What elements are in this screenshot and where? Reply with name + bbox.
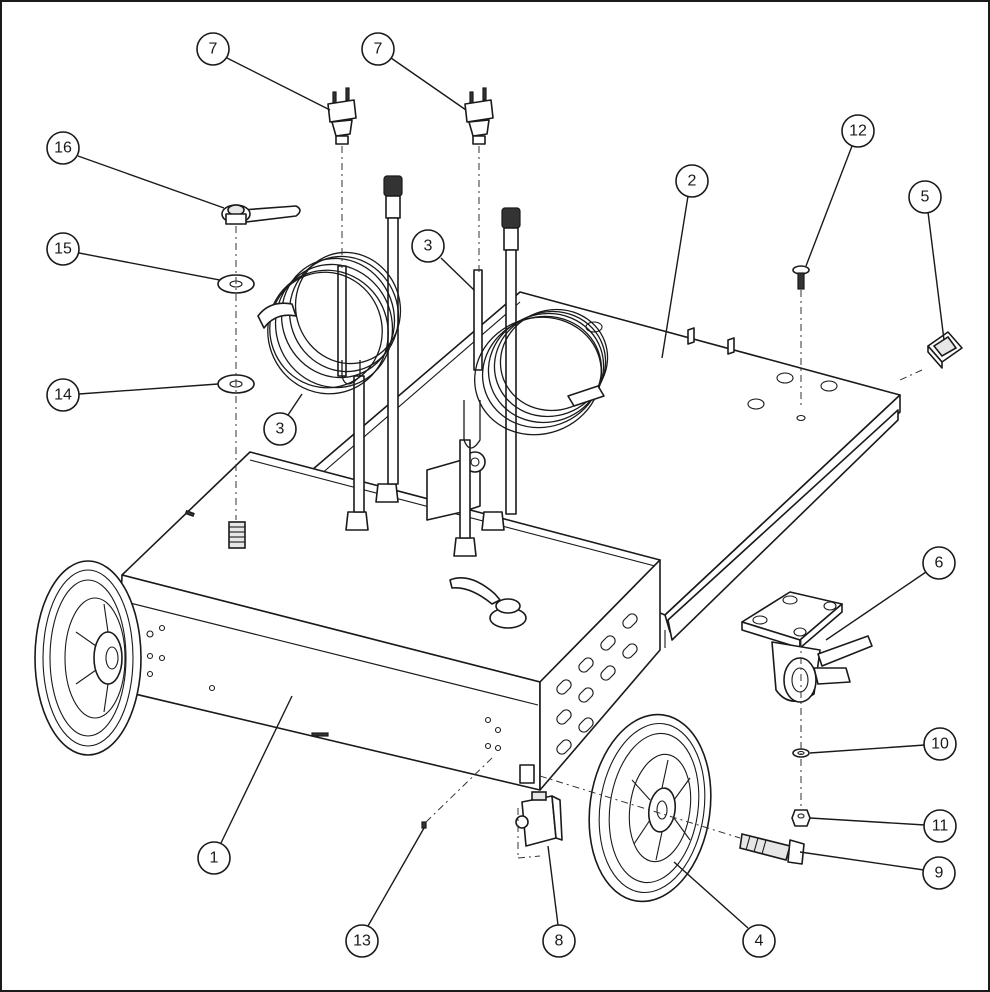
callout-12[interactable]: 12	[805, 114, 875, 267]
callout-10[interactable]: 10	[809, 727, 957, 761]
svg-text:7: 7	[209, 41, 218, 58]
callout-8[interactable]: 8	[542, 845, 576, 958]
svg-text:6: 6	[935, 555, 944, 572]
callout-7-left[interactable]: 7	[196, 32, 331, 111]
callout-13[interactable]: 13	[345, 827, 425, 958]
svg-text:4: 4	[755, 933, 764, 950]
callout-11[interactable]: 11	[809, 809, 957, 843]
base-plate	[311, 291, 901, 648]
small-screw	[421, 821, 427, 829]
callout-6[interactable]: 6	[825, 546, 956, 641]
svg-text:10: 10	[931, 736, 949, 753]
handle-knob	[221, 204, 301, 225]
nut	[791, 809, 811, 827]
callout-2[interactable]: 2	[661, 164, 709, 359]
svg-text:16: 16	[54, 140, 72, 157]
callout-14[interactable]: 14	[46, 378, 219, 412]
callout-9[interactable]: 9	[799, 851, 956, 890]
wheel-left	[34, 560, 142, 756]
cart-body	[117, 451, 661, 791]
callout-15[interactable]: 15	[46, 232, 221, 281]
svg-text:5: 5	[921, 189, 930, 206]
callouts: 1 2 3 3 4 5 6	[46, 32, 957, 958]
wheel	[588, 713, 712, 903]
svg-text:9: 9	[935, 865, 944, 882]
callout-7-right[interactable]: 7	[361, 32, 467, 111]
callout-3-right[interactable]: 3	[411, 229, 475, 291]
plug-left	[327, 87, 357, 145]
screw	[792, 265, 810, 290]
hose-coil-left	[257, 251, 402, 395]
svg-text:3: 3	[424, 238, 433, 255]
svg-text:8: 8	[555, 933, 564, 950]
callout-4[interactable]: 4	[673, 861, 776, 958]
square-cap	[927, 331, 963, 369]
callout-3-left[interactable]: 3	[263, 393, 303, 446]
svg-text:12: 12	[849, 123, 867, 140]
svg-text:2: 2	[688, 173, 697, 190]
svg-text:11: 11	[932, 818, 949, 835]
svg-text:14: 14	[54, 387, 72, 404]
svg-text:1: 1	[210, 850, 219, 867]
callout-5[interactable]: 5	[908, 180, 945, 341]
svg-text:13: 13	[353, 933, 371, 950]
axle-bolt	[739, 833, 805, 865]
connector-pipes	[337, 175, 521, 539]
callout-1[interactable]: 1	[197, 695, 293, 875]
vent-slots	[556, 613, 638, 755]
hose-coil-right	[463, 308, 609, 449]
callout-16[interactable]: 16	[46, 131, 225, 209]
svg-text:3: 3	[276, 421, 285, 438]
breaker	[515, 791, 563, 859]
svg-text:15: 15	[54, 241, 72, 258]
caster	[741, 591, 873, 703]
plug-right	[464, 87, 494, 145]
assembly-centerlines	[235, 146, 923, 839]
svg-text:7: 7	[374, 41, 383, 58]
